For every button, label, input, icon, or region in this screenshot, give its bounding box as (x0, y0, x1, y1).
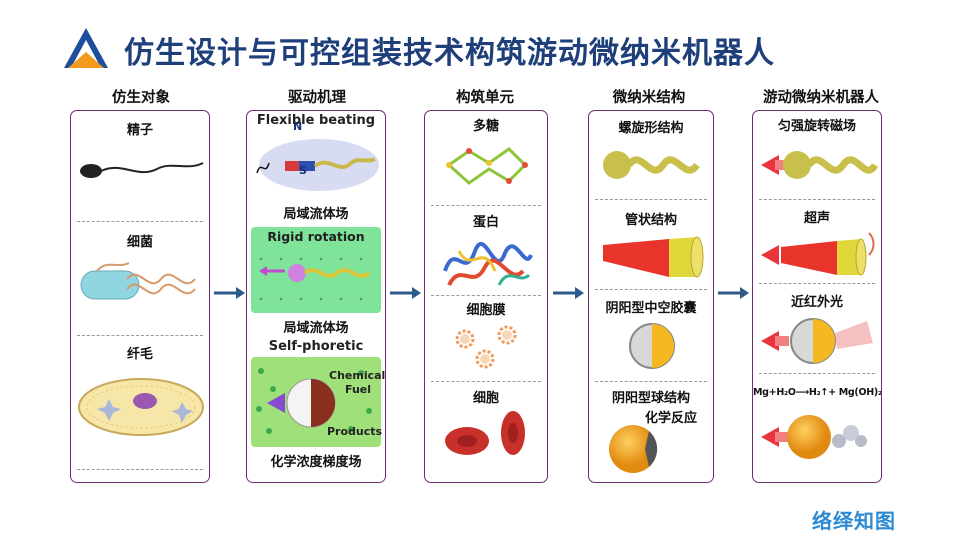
column-mechanism: Flexible beating N S 局域流体场 Rigid rotatio… (246, 110, 386, 483)
structure-tube-label: 管状结构 (624, 213, 677, 228)
magnet-s-label: S (299, 164, 307, 177)
column-header-building-unit: 构筑单元 (456, 90, 514, 106)
janus-sphere-image (609, 425, 658, 473)
robot-capsule-image (761, 318, 873, 364)
arrow-right-icon (390, 287, 421, 299)
self-phoretic-image (256, 368, 372, 434)
structure-sphere-label: 阴阳型球结构 (611, 391, 690, 406)
column-building-unit: 多糖 蛋白 细胞膜 细胞 (424, 110, 548, 483)
arrow-right-icon (214, 287, 245, 299)
robot-nir-light-label: 近红外光 (790, 295, 843, 310)
column-header-robot: 游动微纳米机器人 (763, 90, 879, 106)
label-fuel: Fuel (345, 383, 372, 396)
column-bio-object: 精子 细菌 纤毛 (70, 110, 210, 483)
label-chemical: Chemical (329, 369, 386, 382)
structure-chemical-reaction-label: 化学反应 (645, 411, 698, 426)
structure-capsule-label: 阴阳型中空胶囊 (605, 301, 697, 316)
robot-reaction-equation: Mg+H₂O⟶H₂↑+ Mg(OH)₂ (753, 387, 882, 398)
item-sperm-label: 精子 (126, 123, 153, 138)
mechanism-flexible-beating: Flexible beating (256, 113, 376, 128)
rigid-rotation-image (259, 257, 371, 301)
robot-rotating-field-label: 匀强旋转磁场 (777, 119, 856, 134)
unit-polysaccharide-label: 多糖 (472, 119, 499, 134)
mechanism-caption-chemical-gradient: 化学浓度梯度场 (270, 455, 362, 470)
column-robot: 匀强旋转磁场 超声 近红外光 Mg+H₂O⟶H₂↑+ Mg(OH)₂ (752, 110, 882, 483)
column-header-mechanism: 驱动机理 (288, 90, 346, 106)
label-products: Products (327, 425, 383, 438)
brand-watermark: 络绎知图 (812, 509, 896, 533)
unit-protein-label: 蛋白 (472, 215, 499, 230)
robot-helix-image (761, 151, 879, 179)
logo-icon (64, 28, 108, 68)
mechanism-caption-local-flow-2: 局域流体场 (283, 321, 349, 336)
janus-capsule-image (629, 323, 675, 369)
arrow-right-icon (553, 287, 584, 299)
column-structure: 螺旋形结构 管状结构 阴阳型中空胶囊 阴阳型球结构 化学反应 (588, 110, 714, 483)
item-bacteria-label: 细菌 (126, 235, 153, 250)
column-header-bio-object: 仿生对象 (112, 90, 170, 106)
polysaccharide-image (446, 147, 528, 185)
paramecium-image (78, 378, 204, 436)
arrow-right-icon (718, 287, 749, 299)
helix-structure-image (603, 151, 700, 179)
sperm-image (80, 162, 204, 178)
protein-image (443, 241, 533, 286)
structure-helix-label: 螺旋形结构 (618, 121, 684, 136)
unit-cell-label: 细胞 (472, 391, 499, 406)
bacteria-image (80, 262, 196, 300)
red-blood-cell-image (445, 411, 525, 455)
mechanism-rigid-rotation: Rigid rotation (267, 229, 365, 244)
page-title: 仿生设计与可控组装技术构筑游动微纳米机器人 (124, 36, 775, 71)
column-header-structure: 微纳米结构 (612, 90, 686, 106)
magnet-n-label: N (293, 120, 303, 133)
robot-tube-image (761, 232, 875, 276)
mechanism-caption-local-flow-1: 局域流体场 (283, 207, 349, 222)
cell-membrane-image (455, 325, 517, 369)
unit-cell-membrane-label: 细胞膜 (466, 303, 506, 318)
tube-structure-image (603, 236, 704, 278)
robot-sphere-image (761, 415, 867, 459)
flexible-beating-image (256, 139, 379, 191)
item-cilia-label: 纤毛 (126, 347, 153, 362)
robot-ultrasound-label: 超声 (803, 211, 830, 226)
mechanism-self-phoretic: Self-phoretic (268, 339, 364, 354)
